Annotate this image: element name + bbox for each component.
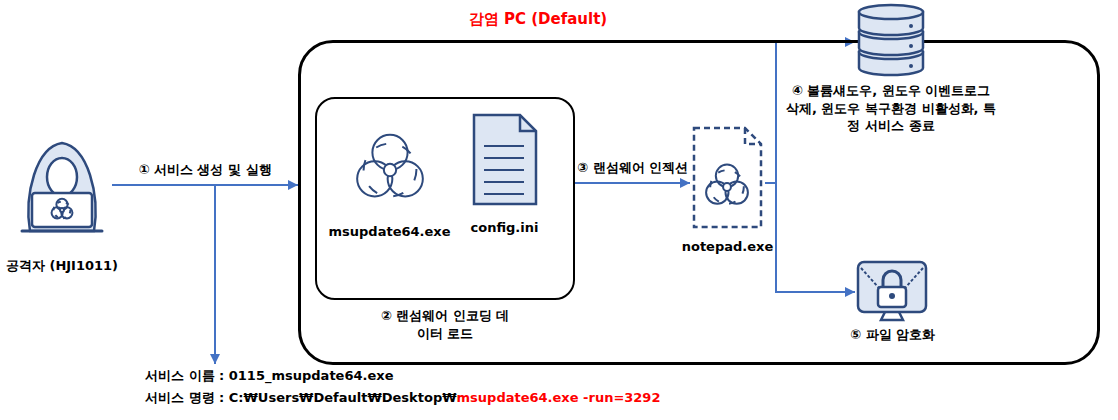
biohazard-core: [60, 208, 64, 212]
config-file-icon: config.ini: [470, 112, 540, 207]
biohazard-ring: [54, 202, 71, 219]
encryption-icon: ⑤ 파일 암호화: [855, 258, 930, 322]
service-info-text: 서비스 명령 : C:₩Users₩Default₩Desktop₩: [145, 390, 457, 407]
executable-icon: msupdate64.exe: [345, 125, 435, 215]
branch-arrow: [214, 185, 216, 364]
infected-pc-box: 감염 PC (Default)② 랜섬웨어 인코딩 데이터 로드msupdate…: [298, 40, 1100, 365]
document-outline: [694, 128, 761, 227]
document-fold: [520, 115, 536, 131]
node-label: 공격자 (HJI1011): [6, 257, 118, 275]
face: [47, 158, 77, 196]
hood: [28, 143, 95, 231]
lock-body: [878, 287, 906, 307]
node-label: notepad.exe: [682, 238, 774, 256]
biohazard-symbol: [357, 134, 423, 196]
database-icon: ④ 볼륨섀도우, 윈도우 이벤트로그 삭제, 윈도우 복구환경 비활성화, 특정…: [855, 4, 927, 76]
icon-drawing: [12, 135, 112, 235]
icon-drawing: [470, 112, 540, 207]
text-line: [484, 193, 524, 195]
region-title: 감염 PC (Default): [469, 9, 607, 29]
text-line: [484, 181, 524, 183]
stand: [881, 312, 903, 320]
flow-arrow: [575, 182, 690, 184]
biohazard-core: [383, 163, 395, 175]
flow-arrow: [765, 183, 855, 292]
database-led: [909, 64, 913, 68]
node-label: ② 랜섬웨어 인코딩 데이터 로드: [375, 307, 515, 342]
biohazard-ring: [710, 170, 744, 204]
attacker-icon: 공격자 (HJI1011): [12, 135, 112, 235]
database-led: [909, 24, 913, 28]
icon-drawing: [690, 125, 765, 230]
injected-process-icon: notepad.exe: [690, 125, 765, 230]
biohazard-symbol: [706, 165, 748, 204]
document-fold: [745, 128, 761, 144]
biohazard-core: [723, 183, 731, 191]
arrow-label: ① 서비스 생성 및 실행: [136, 162, 273, 179]
screen: [858, 262, 926, 312]
biohazard-ring: [363, 143, 416, 196]
icon-drawing: [855, 258, 930, 322]
database-top: [859, 5, 923, 19]
chain: [861, 268, 923, 288]
document-outline: [474, 115, 536, 204]
node-label: ④ 볼륨섀도우, 윈도우 이벤트로그 삭제, 윈도우 복구환경 비활성화, 특정…: [784, 82, 999, 135]
flow-arrow: [112, 184, 298, 186]
text-line: [484, 145, 524, 147]
icon-drawing: [345, 125, 435, 215]
arrow-label: ③ 랜섬웨어 인젝션: [575, 160, 690, 177]
database-led: [909, 44, 913, 48]
service-info-text: msupdate64.exe -run=3292: [457, 390, 661, 407]
node-label: msupdate64.exe: [328, 223, 450, 241]
shackle: [883, 271, 901, 288]
laptop-screen: [32, 193, 92, 227]
service-info-text: 서비스 이름 : 0115_msupdate64.exe: [145, 368, 393, 385]
text-line: [484, 169, 524, 171]
laptop-base: [22, 230, 102, 233]
loader-group-box: ② 랜섬웨어 인코딩 데이터 로드msupdate64.execonfig.in…: [315, 97, 575, 300]
biohazard-symbol: [52, 199, 73, 219]
keyhole: [889, 293, 895, 299]
node-label: ⑤ 파일 암호화: [850, 326, 935, 344]
node-label: config.ini: [471, 219, 539, 237]
icon-drawing: [855, 4, 927, 76]
text-line: [484, 157, 524, 159]
